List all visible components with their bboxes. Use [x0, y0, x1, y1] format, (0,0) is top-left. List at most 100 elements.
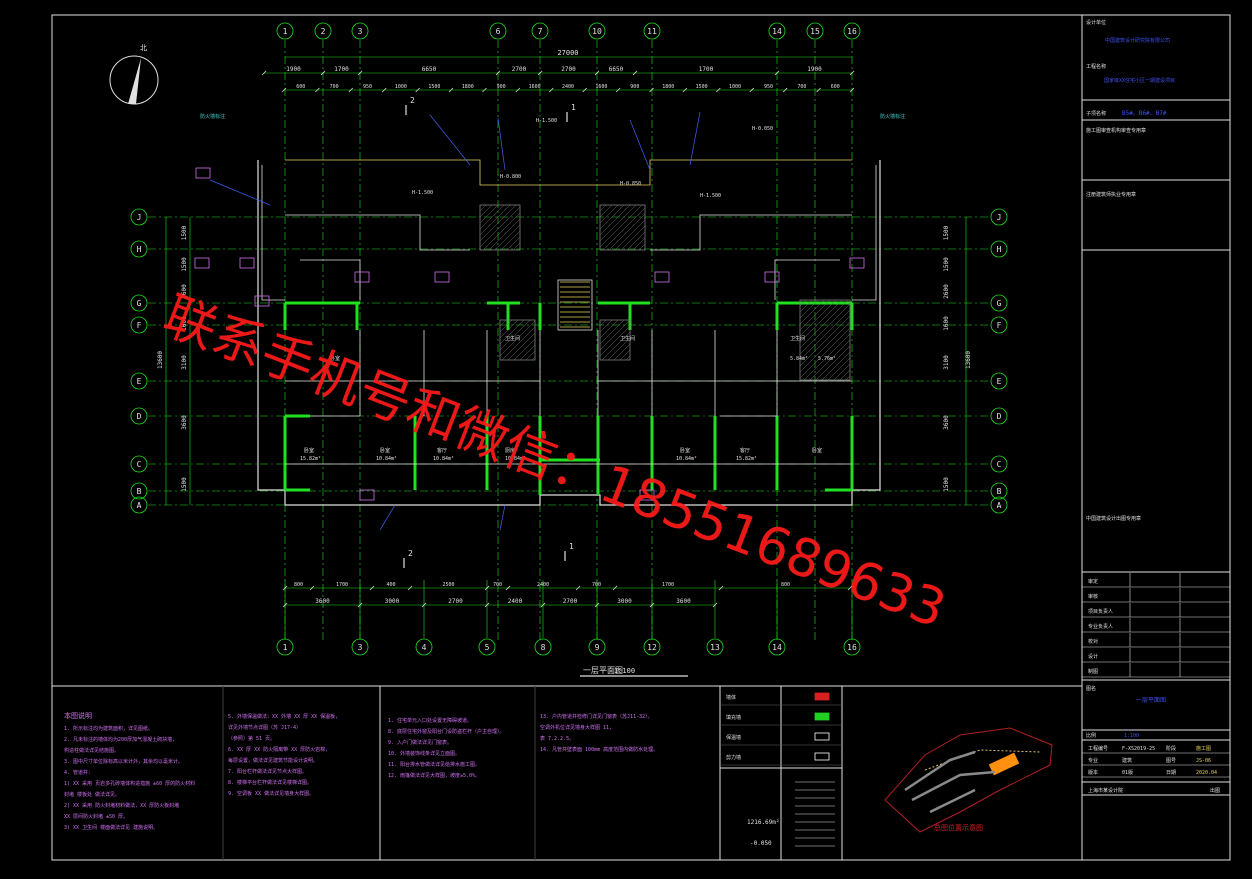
dim-tick [575, 585, 581, 591]
dim-tick [612, 585, 618, 591]
axis-bubble-top [768, 22, 786, 40]
annotation-box [434, 271, 450, 283]
hatch-line [488, 218, 521, 251]
plan-title: 一层平面图 [583, 666, 623, 675]
note-line: 详见外墙节点详图（苏 J17-4） [228, 724, 301, 731]
hatched-area [479, 204, 521, 251]
room-label: 卧室 [304, 447, 314, 454]
tb-stamp2: 注册建筑师执业专用章 [1086, 191, 1136, 198]
room-label: 卧室 [812, 447, 822, 454]
hatch-line [599, 319, 631, 351]
hatch-line [599, 204, 613, 218]
hatch-line [799, 299, 849, 349]
note-line: （参照）第 51 页。 [228, 735, 275, 742]
area-label: 10.84m² [376, 456, 397, 462]
axis-label-top: 16 [847, 27, 857, 36]
axis-bubble-left [130, 294, 148, 312]
info-value2: JS-06 [1196, 758, 1211, 764]
dim-value-v: 3600 [943, 415, 950, 430]
dim-tick [505, 585, 511, 591]
info-value: 建筑 [1122, 757, 1132, 764]
dim-left-total: 13600 [157, 351, 164, 369]
dim-value: 1600 [529, 84, 541, 90]
axis-label-left: A [137, 501, 142, 510]
elevation-label: H-1.500 [700, 193, 721, 199]
axis-bubble-right [990, 208, 1008, 226]
dim-tick [281, 87, 287, 93]
hatch-line [799, 299, 825, 325]
hatch-line [845, 375, 851, 381]
axis-label-bottom: 4 [422, 643, 427, 652]
hatch-line [614, 219, 646, 251]
note-line: 1) XX 采用 页岩多孔砖墙体构造措施 ±60 厚的防火材料 [64, 780, 195, 787]
hatch-line [500, 230, 521, 251]
role-label: 设计 [1088, 653, 1098, 660]
section-label: 1 [571, 103, 576, 112]
hatch-line [799, 299, 843, 343]
hatch-line [821, 351, 851, 381]
wall-segment [650, 214, 852, 251]
dim-value: 3600 [676, 598, 691, 605]
hatch-line [506, 236, 521, 251]
axis-bubble-left [130, 407, 148, 425]
note-line: 1. 所示标注均为建筑面积，详见图纸。 [64, 725, 153, 732]
note-line: 13. 户内管道井检修门详见门窗表（苏J11-32）， [540, 713, 653, 720]
axis-label-right: H [997, 245, 1002, 254]
hatch-line [482, 212, 521, 251]
hatch-line [519, 344, 536, 361]
note-line: 8. 底层住宅外窗及阳台门设防盗栏杆（户主自理）。 [388, 728, 505, 735]
axis-label-top: 7 [538, 27, 543, 36]
dim-value: 2400 [508, 598, 523, 605]
annotation-text: 防火墙标注 [880, 113, 905, 120]
hatch-line [607, 337, 631, 361]
axis-label-left: H [137, 245, 142, 254]
area-label: 5.76m² [818, 356, 836, 362]
axis-bubble-left [130, 208, 148, 226]
hatch-line [479, 204, 517, 242]
section-label: 2 [410, 96, 415, 105]
dim-tick [282, 585, 288, 591]
hatch-line [501, 326, 536, 361]
dim-value: 400 [386, 582, 395, 588]
dim-tick [749, 87, 755, 93]
axis-label-bottom: 12 [647, 643, 657, 652]
info-key: 版本 [1088, 769, 1098, 776]
dim-tick [847, 585, 853, 591]
hatch-line [625, 355, 631, 361]
dim-value: 1900 [807, 66, 822, 73]
dim-value: 1800 [462, 84, 474, 90]
hatch-line [602, 207, 646, 251]
hatch-line [525, 350, 536, 361]
dim-value: 700 [330, 84, 339, 90]
axis-bubble-left [130, 482, 148, 500]
axis-label-right: A [997, 501, 1002, 510]
role-label: 校对 [1088, 638, 1098, 645]
axis-bubble-right [990, 455, 1008, 473]
dim-value: 2400 [562, 84, 574, 90]
dim-tick [357, 70, 363, 76]
hatch-line [809, 339, 851, 381]
annotation-box [254, 295, 270, 307]
dim-value: 1800 [662, 84, 674, 90]
hatch-line [799, 309, 851, 361]
dim-value: 600 [831, 84, 840, 90]
leader-line [379, 504, 396, 531]
dim-value: 2700 [561, 66, 576, 73]
axis-label-top: 1 [283, 27, 288, 36]
legend-swatch [814, 692, 830, 701]
axis-label-left: D [137, 412, 142, 421]
note-line: 7. 阳台栏杆做法详见节点大样图。 [228, 768, 307, 775]
annotation-box [354, 271, 370, 283]
wall-segment [261, 165, 285, 301]
hatch-line [799, 303, 851, 355]
legend-area-text: 1216.69m² [747, 819, 780, 826]
role-label: 项目负责人 [1088, 608, 1113, 615]
dim-tick [484, 602, 490, 608]
dim-tick [421, 602, 427, 608]
note-line: 封堵 楼板处 做法详见。 [64, 791, 120, 798]
hatched-area [599, 319, 631, 361]
legend-swatch [814, 752, 830, 761]
note-line: 12. 雨篷做法详见大样图，坡度≥5.0%。 [388, 772, 480, 779]
